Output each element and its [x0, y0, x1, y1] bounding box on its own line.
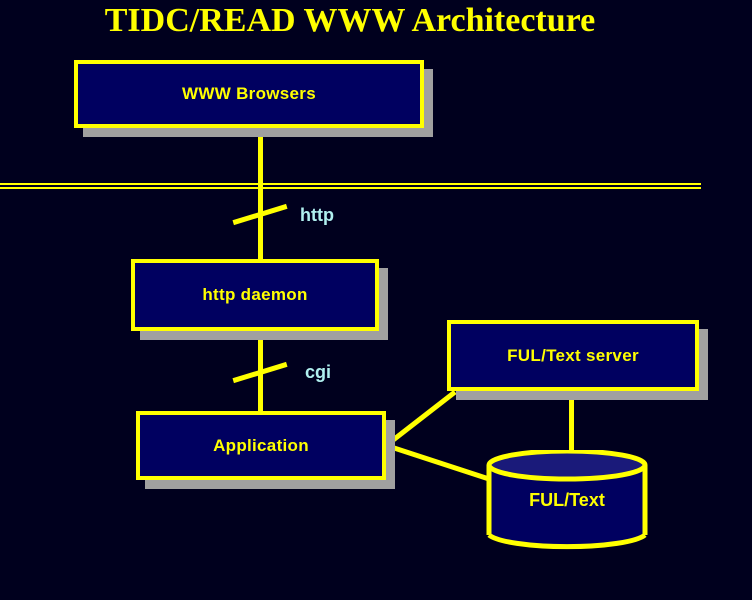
node-label-fultext-server: FUL/Text server: [507, 345, 639, 365]
boundary-divider: [0, 183, 701, 189]
page-title: TIDC/READ WWW Architecture: [104, 2, 596, 39]
edge-application-fultserver: [386, 390, 457, 446]
edge-label-cgi: cgi: [305, 362, 332, 382]
node-www-browsers[interactable]: WWW Browsers: [74, 60, 424, 128]
cylinder-top-ellipse: [486, 450, 648, 482]
divider-rule-top: [0, 183, 701, 185]
node-label-www-browsers: WWW Browsers: [182, 84, 316, 103]
node-fultext-server[interactable]: FUL/Text server: [447, 320, 699, 391]
node-label-fultext-database: FUL/Text: [529, 490, 605, 510]
edge-label-http: http: [300, 205, 334, 225]
node-label-http-daemon: http daemon: [202, 285, 308, 304]
node-http-daemon[interactable]: http daemon: [131, 259, 379, 331]
node-label-application: Application: [213, 435, 309, 455]
edge-application-fultext: [387, 443, 490, 482]
node-application[interactable]: Application: [136, 411, 386, 480]
cylinder-bottom-arc: [487, 532, 647, 550]
edge-browsers-httpd: [258, 126, 263, 262]
edge-fultserver-fultext: [569, 389, 574, 468]
cylinder-body: [489, 465, 645, 547]
divider-rule-bottom: [0, 187, 701, 189]
node-fultext-database[interactable]: [485, 450, 649, 550]
